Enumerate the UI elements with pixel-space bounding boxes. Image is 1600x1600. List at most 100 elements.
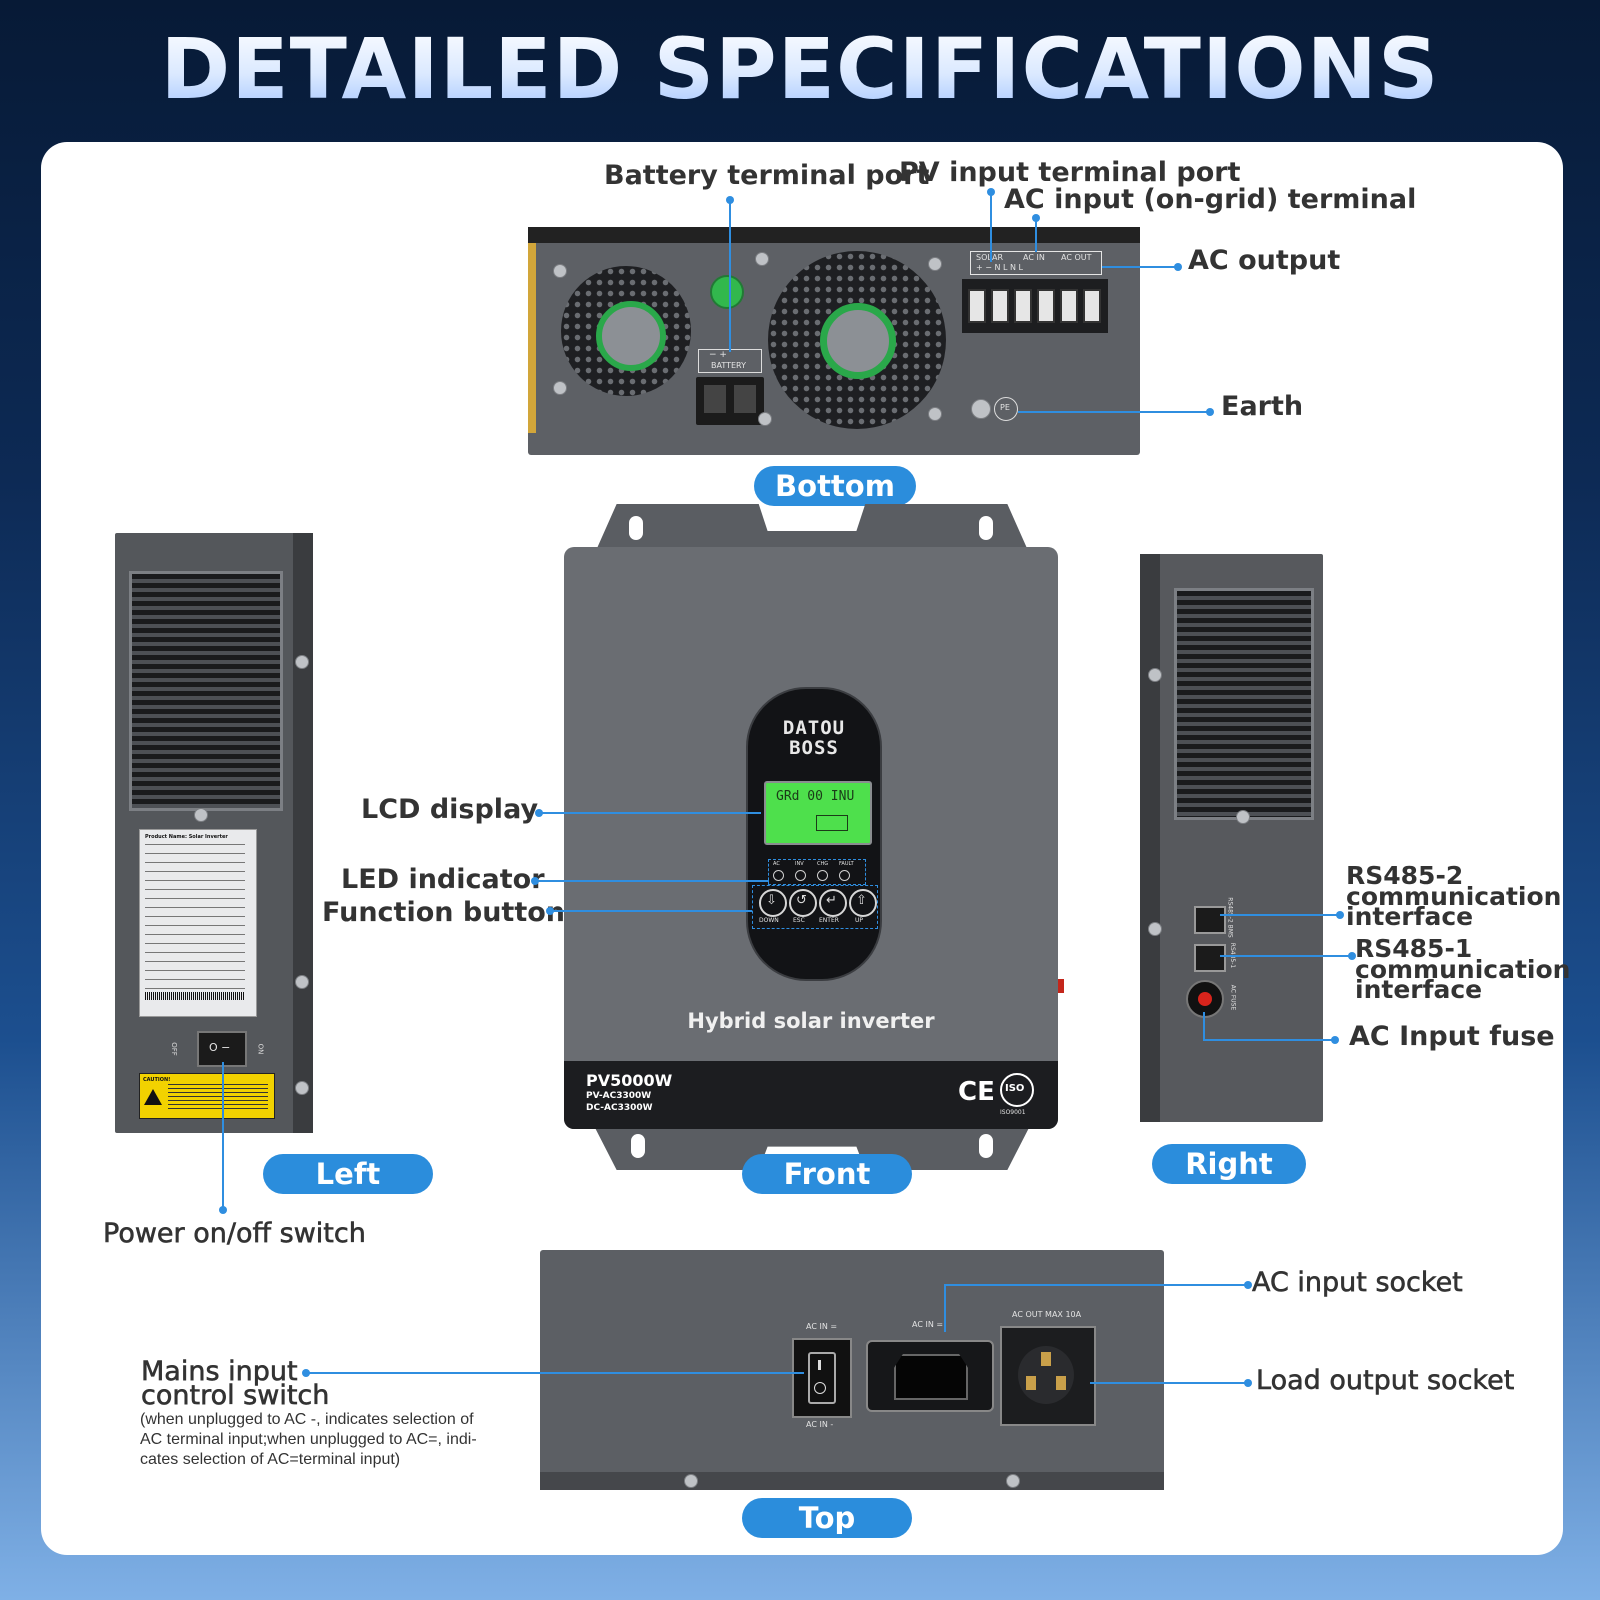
rs485-2-port (1194, 906, 1226, 934)
ac-fuse-tag: AC FUSE (1229, 984, 1237, 1011)
top-ac-in-eq: AC IN = (806, 1322, 838, 1331)
spec-label-title: Product Name: Solar Inverter (145, 834, 228, 840)
up-icon: ⇧ (856, 893, 867, 908)
callout-led-indicator: LED indicator (341, 864, 545, 895)
top-view-device: AC IN = AC IN - AC IN = AC OUT MAX 10A (540, 1250, 1164, 1490)
iso-mark: ISO (1005, 1083, 1025, 1094)
led-label-fault: FAULT (839, 861, 854, 867)
product-name: Hybrid solar inverter (687, 1009, 935, 1033)
load-output-socket (1000, 1326, 1096, 1426)
callout-rs485-1-line1: RS485-1 (1355, 934, 1473, 963)
fan-vent-right (768, 251, 946, 429)
ac-input-socket (866, 1340, 994, 1412)
right-view-device: RS485-2 BMS RS485-1 AC FUSE (1140, 554, 1323, 1122)
headline: DETAILED SPECIFICATIONS (0, 20, 1600, 118)
terminal-block (962, 279, 1108, 333)
lcd-display: GRd 00 INU (764, 781, 872, 845)
led-panel: AC INV CHG FAULT (768, 859, 866, 885)
top-ac-in-minus: AC IN - (806, 1420, 834, 1429)
callout-ac-input-fuse: AC Input fuse (1349, 1021, 1555, 1052)
callout-rs485-2-line3: interface (1346, 902, 1474, 931)
callout-earth: Earth (1221, 391, 1304, 422)
fuse-holder (710, 275, 744, 309)
switch-off-label: OFF (169, 1042, 178, 1056)
terminal-polarity: + − N L N L (976, 263, 1024, 272)
enter-icon: ↵ (826, 893, 837, 908)
fan-vent-left (561, 266, 691, 396)
led-ac (773, 870, 784, 881)
mains-note-line3: cates selection of AC=terminal input) (140, 1451, 401, 1468)
right-vent-grille (1174, 588, 1314, 820)
iso-badge: ISO (1000, 1073, 1034, 1107)
up-button[interactable]: ⇧ (849, 889, 877, 917)
top-ac-out-max: AC OUT MAX 10A (1012, 1310, 1082, 1319)
top-ac-in-eq2: AC IN = (912, 1320, 944, 1329)
model-name: PV5000W (586, 1071, 673, 1090)
caution-sticker: CAUTION! (139, 1073, 275, 1119)
callout-rs485-1-line2: communication (1355, 955, 1571, 984)
enter-button[interactable]: ↵ (819, 889, 847, 917)
rs485-1-port (1194, 944, 1226, 972)
ce-mark: CE (958, 1077, 995, 1107)
led-inv (795, 870, 806, 881)
callout-lcd-display: LCD display (361, 794, 539, 825)
solar-tag: SOLAR (976, 253, 1003, 262)
down-icon: ⇩ (766, 893, 777, 908)
rs485-2-tag: RS485-2 BMS (1226, 897, 1234, 938)
view-label-front: Front (742, 1154, 912, 1194)
mains-note-line2: AC terminal input;when unplugged to AC=,… (140, 1431, 477, 1448)
caution-title: CAUTION! (143, 1077, 171, 1083)
callout-ac-input-socket: AC input socket (1252, 1267, 1463, 1299)
view-label-left: Left (263, 1154, 433, 1194)
callout-power-switch: Power on/off switch (103, 1218, 366, 1250)
ac-input-fuse (1186, 980, 1224, 1018)
callout-battery-terminal: Battery terminal port (604, 160, 930, 191)
view-label-right: Right (1152, 1144, 1306, 1184)
pe-label: PE (1000, 403, 1010, 412)
esc-button[interactable]: ↺ (789, 889, 817, 917)
iso-code: ISO9001 (1000, 1109, 1026, 1116)
battery-label: BATTERY (711, 361, 746, 370)
up-label: UP (855, 917, 864, 924)
ac-out-tag: AC OUT (1061, 253, 1092, 262)
callout-ac-input-terminal: AC input (on-grid) terminal (1004, 184, 1417, 215)
battery-polarity: − + (709, 350, 727, 360)
callout-function-button: Function button (322, 897, 566, 928)
esc-label: ESC (793, 917, 805, 924)
ac-in-tag: AC IN (1023, 253, 1045, 262)
control-panel-bezel: DATOU BOSS GRd 00 INU AC INV CHG FAULT ⇩… (746, 687, 882, 981)
lcd-readout: GRd 00 INU (776, 789, 855, 804)
callout-rs485-1-line3: interface (1355, 975, 1483, 1004)
callout-pv-input: PV input terminal port (899, 157, 1241, 188)
down-button[interactable]: ⇩ (759, 889, 787, 917)
view-label-top: Top (742, 1498, 912, 1538)
spec-label-sticker: Product Name: Solar Inverter (139, 829, 257, 1017)
esc-icon: ↺ (796, 893, 807, 908)
power-switch-glyph: O − (209, 1041, 231, 1054)
left-view-device: Product Name: Solar Inverter OFF O − ON … (115, 533, 313, 1133)
enter-label: ENTER (819, 917, 839, 924)
bottom-view-device: − + BATTERY SOLAR AC IN AC OUT + − N L N… (528, 227, 1140, 455)
callout-rs485-2-line1: RS485-2 (1346, 861, 1464, 890)
sub-model-2: DC-AC3300W (586, 1103, 653, 1113)
callout-mains-line2: control switch (141, 1380, 330, 1412)
mains-note-line1: (when unplugged to AC -, indicates selec… (140, 1411, 474, 1428)
mains-input-switch (792, 1338, 852, 1418)
led-label-chg: CHG (817, 861, 829, 867)
view-label-bottom: Bottom (754, 466, 916, 506)
left-vent-grille (129, 571, 283, 811)
front-view-device: DATOU BOSS GRd 00 INU AC INV CHG FAULT ⇩… (564, 547, 1064, 1129)
callout-load-output-socket: Load output socket (1256, 1365, 1515, 1397)
led-label-ac: AC (773, 861, 780, 867)
led-fault (839, 870, 850, 881)
callout-rs485-2-line2: communication (1346, 882, 1562, 911)
battery-terminal (696, 377, 764, 425)
brand-line2: BOSS (789, 737, 839, 759)
button-panel: ⇩ ↺ ↵ ⇧ DOWN ESC ENTER UP (752, 885, 878, 929)
model-strip: PV5000W PV-AC3300W DC-AC3300W CE ISO ISO… (564, 1061, 1058, 1129)
led-label-inv: INV (795, 861, 804, 867)
down-label: DOWN (759, 917, 779, 924)
callout-ac-output: AC output (1188, 245, 1341, 276)
led-chg (817, 870, 828, 881)
callout-mains-line1: Mains input (141, 1356, 298, 1388)
